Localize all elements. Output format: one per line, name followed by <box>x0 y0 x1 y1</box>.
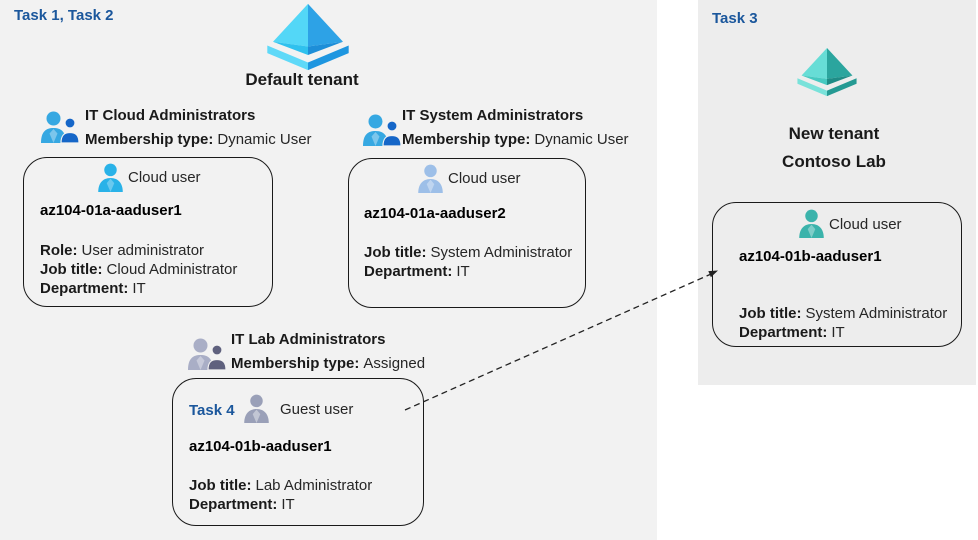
field-value: IT <box>831 324 845 341</box>
azure-ad-tenant-icon <box>262 2 354 72</box>
membership-label: Membership type: <box>231 355 360 372</box>
guest-user-icon <box>243 394 270 423</box>
user-fields: Job title:Lab Administrator Department:I… <box>189 476 372 514</box>
user-name: az104-01a-aaduser2 <box>364 205 506 222</box>
field-value: System Administrator <box>430 244 573 261</box>
field-label: Job title: <box>364 244 427 261</box>
field-label: Job title: <box>739 305 802 322</box>
field-label: Department: <box>739 324 828 341</box>
new-tenant-title-line2: Contoso Lab <box>782 152 886 171</box>
field-value: IT <box>456 263 470 280</box>
field-label: Job title: <box>189 477 252 494</box>
user-type-label: Cloud user <box>448 170 521 187</box>
cloud-user-icon <box>798 209 825 238</box>
default-tenant-title: Default tenant <box>245 70 359 89</box>
user-card-aaduser2: Cloud user az104-01a-aaduser2 Job title:… <box>348 158 586 308</box>
cloud-user-icon <box>417 164 444 193</box>
azure-ad-tenant-icon-teal <box>794 38 860 106</box>
field-value: Lab Administrator <box>255 477 373 494</box>
field-value: User administrator <box>81 242 205 259</box>
membership-value: Dynamic User <box>534 131 629 148</box>
guest-user-card: Task 4 Guest user az104-01b-aaduser1 Job… <box>172 378 424 526</box>
user-name: az104-01a-aaduser1 <box>40 202 182 219</box>
group-title: IT System Administrators <box>402 107 584 124</box>
group-membership: Membership type:Assigned <box>231 355 425 372</box>
user-fields: Job title:System Administrator Departmen… <box>739 304 947 342</box>
user-fields: Job title:System Administrator Departmen… <box>364 243 572 281</box>
field-label: Department: <box>40 280 129 297</box>
field-value: IT <box>281 496 295 513</box>
user-fields: Role:User administrator Job title:Cloud … <box>40 241 237 298</box>
user-type-label: Cloud user <box>829 216 902 233</box>
group-icon <box>187 338 227 370</box>
user-type-label: Cloud user <box>128 169 201 186</box>
default-tenant-panel <box>0 0 657 540</box>
membership-label: Membership type: <box>85 131 214 148</box>
field-label: Job title: <box>40 261 103 278</box>
membership-label: Membership type: <box>402 131 531 148</box>
field-value: Cloud Administrator <box>106 261 238 278</box>
task-1-2-label: Task 1, Task 2 <box>14 7 114 24</box>
cloud-user-icon <box>97 163 124 192</box>
new-tenant-title-line1: New tenant <box>788 124 880 143</box>
user-card-new-tenant: Cloud user az104-01b-aaduser1 Job title:… <box>712 202 962 347</box>
field-value: IT <box>132 280 146 297</box>
user-name: az104-01b-aaduser1 <box>739 248 882 265</box>
membership-value: Assigned <box>363 355 426 372</box>
group-icon <box>40 111 80 143</box>
field-label: Department: <box>364 263 453 280</box>
task-4-label: Task 4 <box>189 402 235 419</box>
group-membership: Membership type:Dynamic User <box>402 131 629 148</box>
user-type-label: Guest user <box>280 401 354 418</box>
group-title: IT Lab Administrators <box>231 331 386 348</box>
field-value: System Administrator <box>805 305 948 322</box>
group-icon <box>362 114 402 146</box>
field-label: Department: <box>189 496 278 513</box>
task-3-label: Task 3 <box>712 10 758 27</box>
group-membership: Membership type:Dynamic User <box>85 131 312 148</box>
group-title: IT Cloud Administrators <box>85 107 256 124</box>
user-name: az104-01b-aaduser1 <box>189 438 332 455</box>
field-label: Role: <box>40 242 78 259</box>
user-card-aaduser1: Cloud user az104-01a-aaduser1 Role:User … <box>23 157 273 307</box>
membership-value: Dynamic User <box>217 131 312 148</box>
